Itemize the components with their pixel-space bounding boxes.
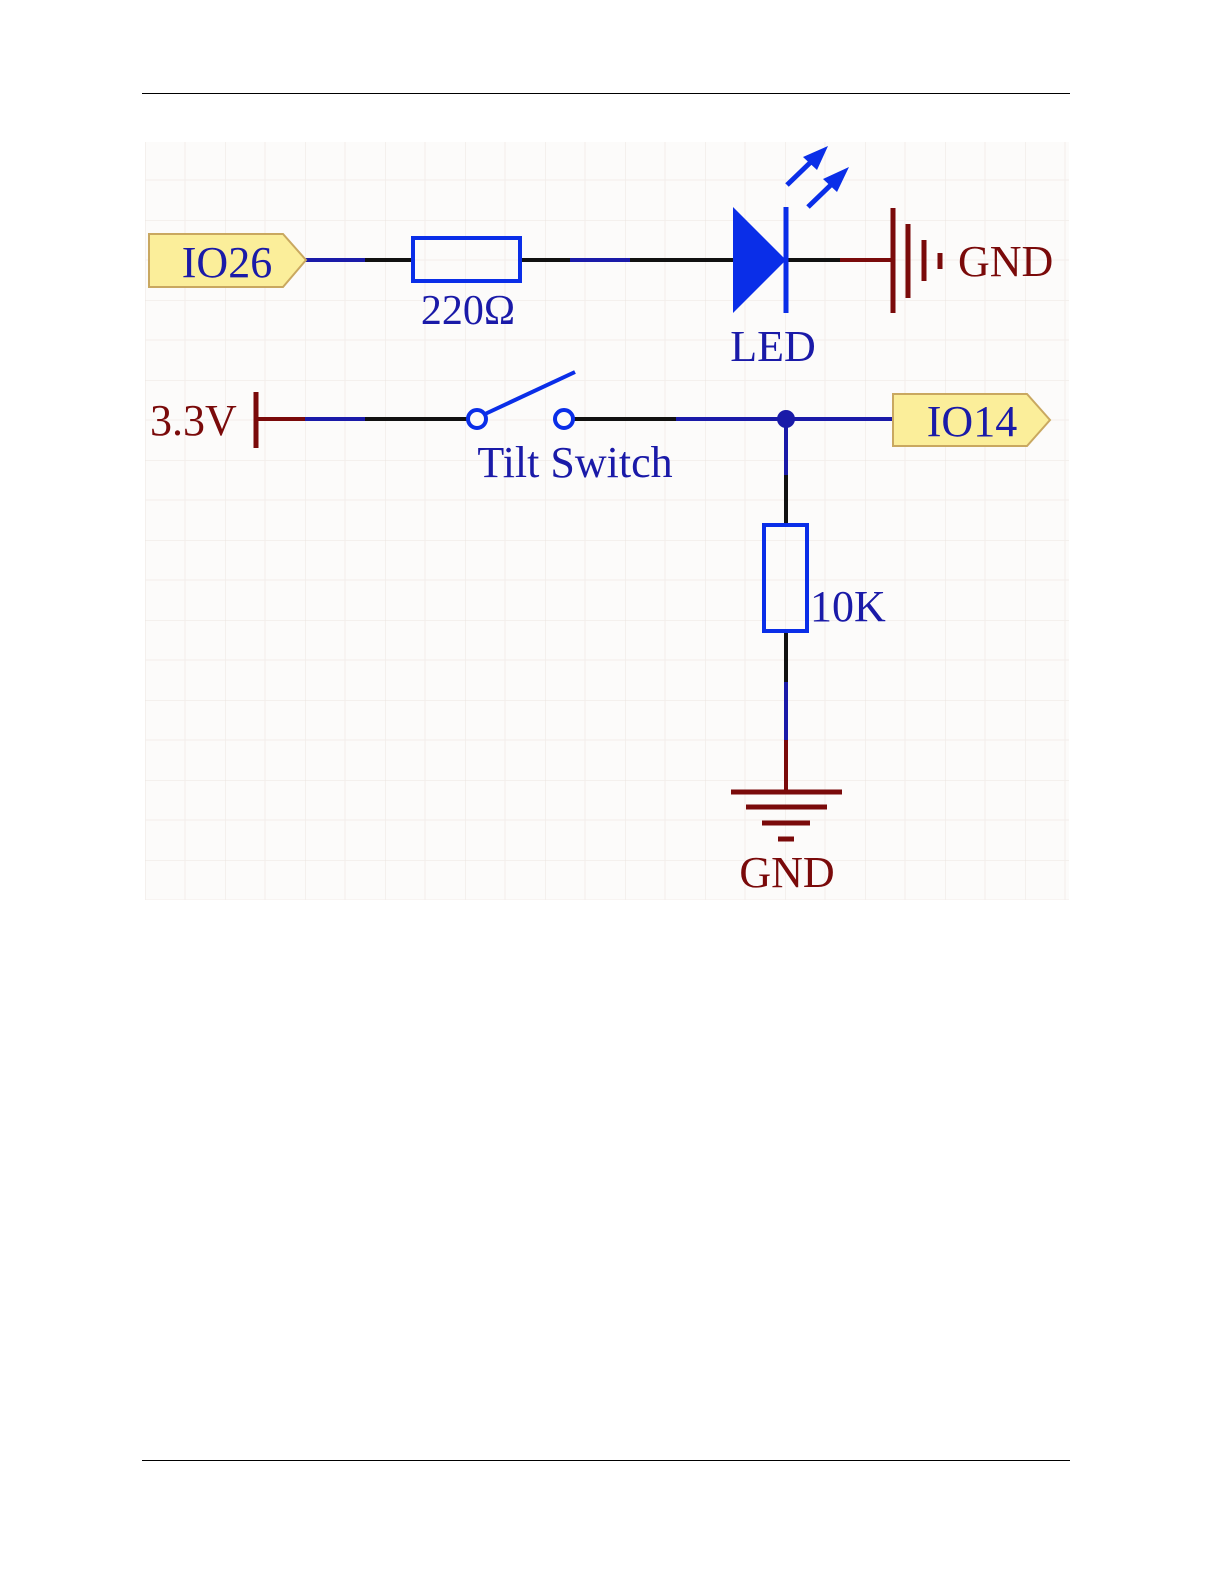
resistor-220-label: 220Ω bbox=[421, 288, 515, 334]
resistor-10k-label: 10K bbox=[810, 582, 886, 631]
vcc-label: 3.3V bbox=[150, 396, 237, 445]
led-label: LED bbox=[730, 322, 816, 371]
gnd-right-label: GND bbox=[958, 237, 1053, 286]
footer-rule bbox=[142, 1460, 1070, 1461]
io26-port: IO26 bbox=[149, 234, 306, 287]
io14-label: IO14 bbox=[927, 397, 1017, 446]
io14-port: IO14 bbox=[893, 394, 1050, 446]
io26-label: IO26 bbox=[182, 238, 272, 287]
tilt-switch-label: Tilt Switch bbox=[477, 438, 672, 487]
gnd-bottom-label: GND bbox=[739, 848, 834, 897]
